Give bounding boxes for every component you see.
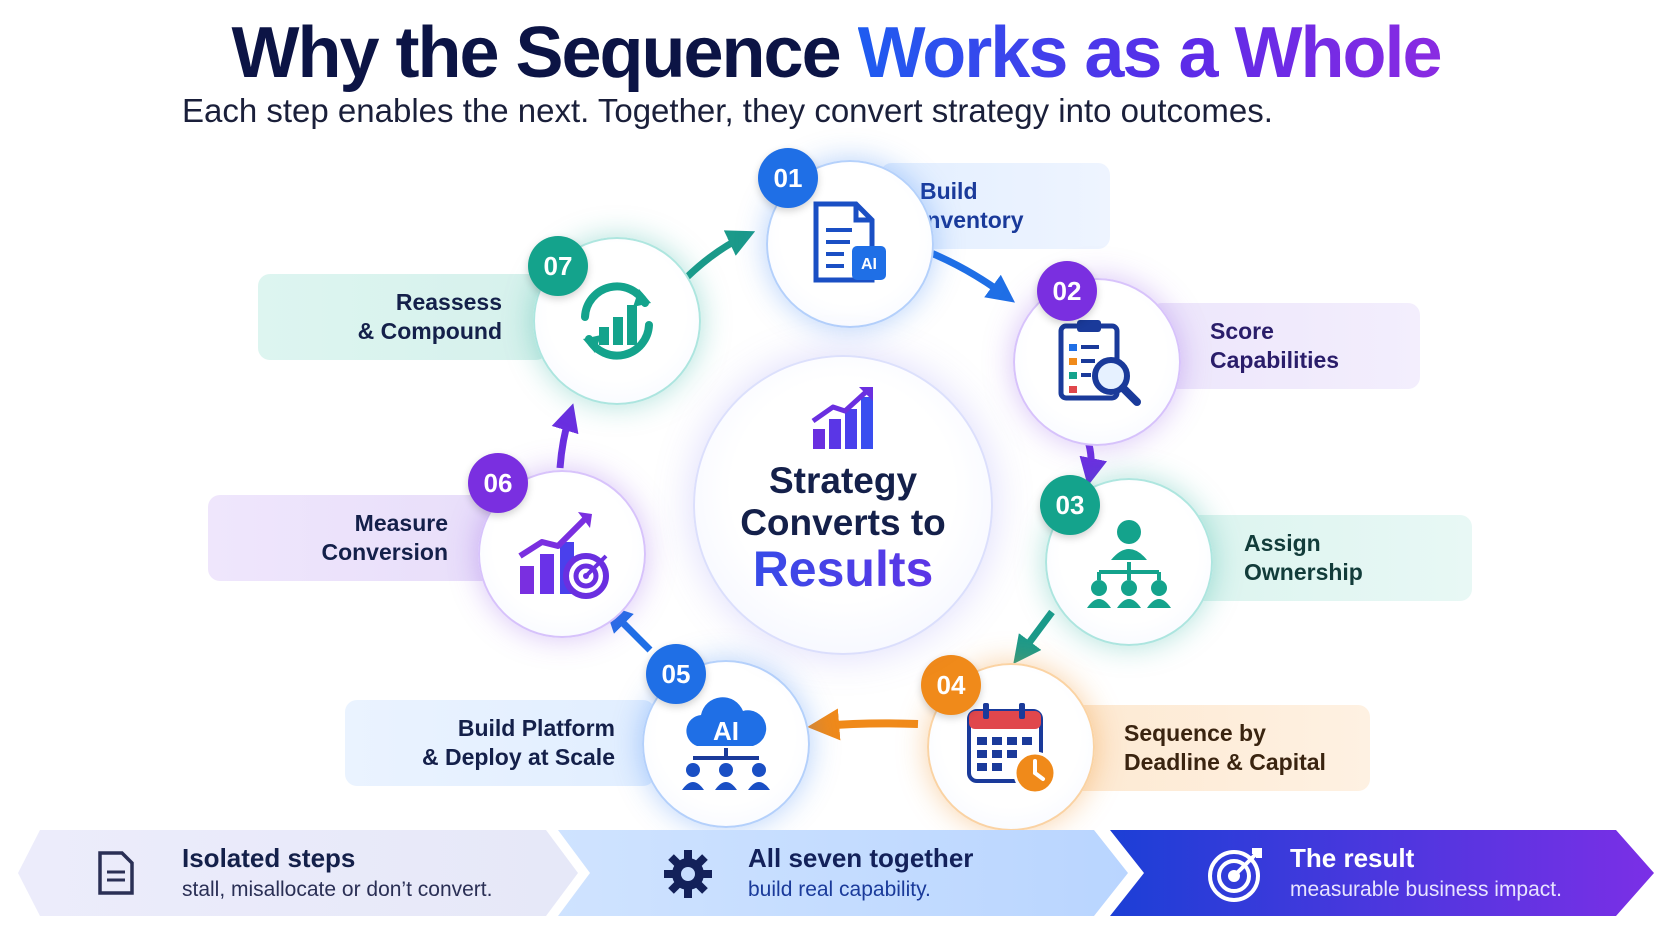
banner-segment-isolated: Isolated steps stall, misallocate or don…	[18, 830, 578, 916]
step-03-badge: 03	[1040, 475, 1100, 535]
cycle-chart-icon	[581, 282, 653, 360]
page-subtitle: Each step enables the next. Together, th…	[182, 92, 1273, 129]
step-04-label: Sequence by Deadline & Capital	[1060, 705, 1370, 791]
document-ai-icon: AI	[813, 201, 886, 283]
banner-subtitle-3: measurable business impact.	[1290, 878, 1562, 901]
step-05-label: Build Platform & Deploy at Scale	[345, 700, 655, 786]
title-part-1: Why the Sequence	[231, 13, 842, 93]
banner-segment-result: The result measurable business impact.	[1110, 830, 1654, 916]
step-04-badge: 04	[921, 655, 981, 715]
step-07-badge: 07	[528, 236, 588, 296]
arrow-03-04	[1013, 609, 1055, 664]
center-line-2: Converts to	[740, 502, 946, 543]
banner-shape-2	[558, 830, 1128, 916]
center-line-3: Results	[693, 541, 993, 597]
arrow-06-07	[551, 403, 579, 469]
target-icon	[1208, 848, 1262, 902]
step-01-badge: 01	[758, 148, 818, 208]
page-title: Why the Sequence Works as a Whole	[0, 8, 1672, 98]
calendar-clock-icon	[967, 703, 1057, 795]
ai-cloud-network-icon: AI	[682, 697, 770, 790]
banner-title-3: The result	[1290, 843, 1415, 873]
step-02-badge: 02	[1037, 261, 1097, 321]
banner-subtitle-1: stall, misallocate or don’t convert.	[182, 878, 493, 901]
arrow-07-01	[683, 230, 756, 281]
growth-chart-icon	[811, 387, 873, 449]
title-part-2: Works as a Whole	[857, 13, 1443, 93]
clipboard-magnifier-icon	[1058, 320, 1141, 406]
step-05-node: AI	[642, 660, 810, 828]
center-hub: Strategy Converts to Results	[693, 355, 993, 655]
gear-icon	[664, 850, 712, 898]
step-06-node	[478, 470, 646, 638]
step-07-label: Reassess & Compound	[258, 274, 548, 360]
chart-target-icon	[518, 512, 609, 599]
svg-text:AI: AI	[861, 256, 877, 273]
step-06-badge: 06	[468, 453, 528, 513]
step-04-node	[927, 663, 1095, 831]
center-line-1: Strategy	[768, 460, 918, 501]
svg-text:AI: AI	[713, 716, 739, 746]
step-05-badge: 05	[646, 644, 706, 704]
step-02-label: Score Capabilities	[1150, 303, 1420, 389]
banner-subtitle-2: build real capability.	[748, 878, 931, 901]
banner-shape-1	[18, 830, 578, 916]
banner-title-1: Isolated steps	[182, 843, 356, 873]
arrow-05-06	[604, 604, 653, 653]
arrow-04-05	[807, 708, 919, 741]
banner-title-2: All seven together	[748, 843, 974, 873]
step-03-label: Assign Ownership	[1180, 515, 1472, 601]
document-icon	[98, 851, 134, 895]
step-06-label: Measure Conversion	[208, 495, 498, 581]
step-02-node	[1013, 278, 1181, 446]
org-chart-icon	[1087, 520, 1171, 608]
banner-segment-together: All seven together build real capability…	[558, 830, 1128, 916]
